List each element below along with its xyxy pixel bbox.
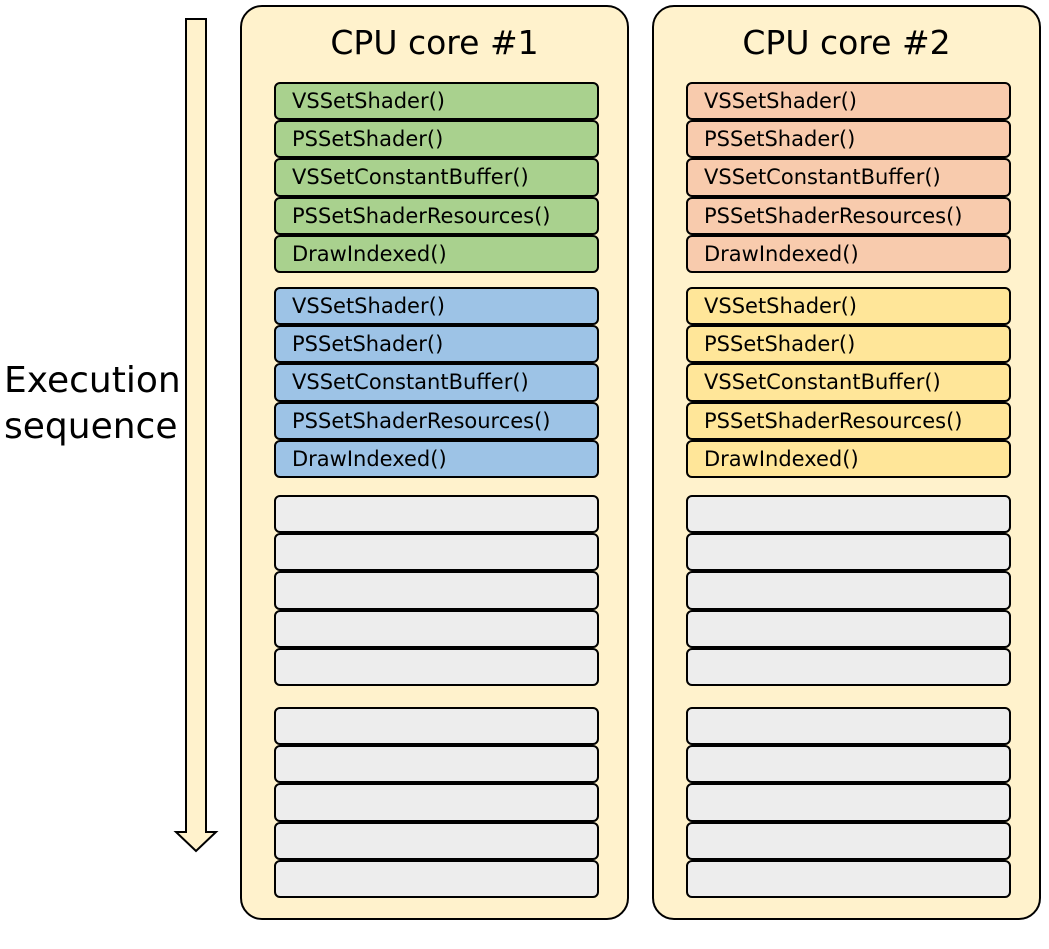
command-group: VSSetShader()PSSetShader()VSSetConstantB… <box>686 82 1011 273</box>
empty-command-slot <box>274 783 599 822</box>
empty-command-slot <box>274 745 599 784</box>
command-box: VSSetShader() <box>686 287 1011 326</box>
command-box: VSSetConstantBuffer() <box>686 158 1011 197</box>
command-group <box>686 707 1011 898</box>
command-box: DrawIndexed() <box>274 234 599 273</box>
command-group: VSSetShader()PSSetShader()VSSetConstantB… <box>274 287 599 478</box>
command-box: VSSetShader() <box>274 82 599 121</box>
command-box: PSSetShader() <box>274 325 599 364</box>
command-box: VSSetConstantBuffer() <box>274 158 599 197</box>
command-box: PSSetShaderResources() <box>686 196 1011 235</box>
empty-command-slot <box>274 495 599 534</box>
execution-sequence-label: Execution sequence <box>4 358 181 450</box>
empty-command-slot <box>274 647 599 686</box>
command-box: DrawIndexed() <box>686 234 1011 273</box>
command-box: PSSetShader() <box>686 120 1011 159</box>
core-title: CPU core #2 <box>742 23 951 62</box>
command-box: PSSetShader() <box>686 325 1011 364</box>
empty-command-slot <box>686 609 1011 648</box>
empty-command-slot <box>274 571 599 610</box>
command-box: VSSetConstantBuffer() <box>274 363 599 402</box>
command-box: DrawIndexed() <box>686 439 1011 478</box>
command-group <box>274 707 599 898</box>
empty-command-slot <box>274 821 599 860</box>
command-box: PSSetShaderResources() <box>274 401 599 440</box>
command-box: VSSetShader() <box>274 287 599 326</box>
down-arrow-icon <box>173 18 219 853</box>
command-box: VSSetConstantBuffer() <box>686 363 1011 402</box>
empty-command-slot <box>686 783 1011 822</box>
command-box: PSSetShaderResources() <box>686 401 1011 440</box>
empty-command-slot <box>686 647 1011 686</box>
empty-command-slot <box>686 821 1011 860</box>
empty-command-slot <box>686 571 1011 610</box>
command-box: VSSetShader() <box>686 82 1011 121</box>
execution-sequence-arrow <box>173 18 219 853</box>
command-box: PSSetShader() <box>274 120 599 159</box>
empty-command-slot <box>274 609 599 648</box>
command-box: PSSetShaderResources() <box>274 196 599 235</box>
empty-command-slot <box>274 859 599 898</box>
empty-command-slot <box>686 707 1011 746</box>
command-box: DrawIndexed() <box>274 439 599 478</box>
core-title: CPU core #1 <box>330 23 539 62</box>
cpu-core-2-panel: CPU core #2 VSSetShader()PSSetShader()VS… <box>652 5 1041 920</box>
cpu-core-1-panel: CPU core #1 VSSetShader()PSSetShader()VS… <box>240 5 629 920</box>
command-group: VSSetShader()PSSetShader()VSSetConstantB… <box>274 82 599 273</box>
empty-command-slot <box>686 495 1011 534</box>
command-group <box>274 495 599 686</box>
axis-label-line1: Execution <box>4 360 181 401</box>
command-group <box>686 495 1011 686</box>
empty-command-slot <box>274 707 599 746</box>
empty-command-slot <box>686 533 1011 572</box>
axis-label-line2: sequence <box>4 406 178 447</box>
empty-command-slot <box>686 859 1011 898</box>
empty-command-slot <box>274 533 599 572</box>
command-group: VSSetShader()PSSetShader()VSSetConstantB… <box>686 287 1011 478</box>
empty-command-slot <box>686 745 1011 784</box>
